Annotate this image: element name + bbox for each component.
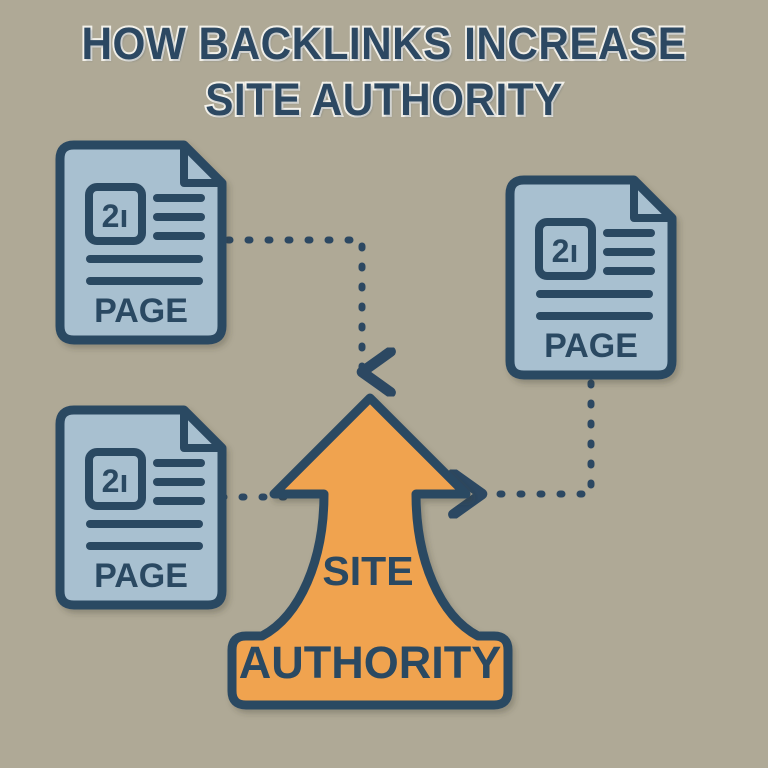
page-thumbnail-box bbox=[535, 218, 596, 280]
arrow-label-authority: AUTHORITY bbox=[239, 637, 502, 688]
page-fold-icon bbox=[180, 145, 222, 187]
page-top-left[interactable]: 2ı PAGE bbox=[55, 140, 227, 345]
page-fold-icon bbox=[180, 410, 222, 452]
page-thumbnail-box bbox=[85, 448, 146, 510]
page-thumbnail-glyph: 2ı bbox=[102, 463, 129, 499]
page-label: PAGE bbox=[94, 557, 188, 595]
site-authority-arrow[interactable]: SITE AUTHORITY bbox=[227, 393, 513, 710]
connector-top-left-to-arrow bbox=[224, 236, 362, 372]
connector-top-right-to-arrow bbox=[482, 379, 595, 494]
connectors-group bbox=[218, 236, 595, 497]
page-label: PAGE bbox=[544, 327, 638, 365]
page-thumbnail-glyph: 2ı bbox=[102, 198, 129, 234]
page-top-right[interactable]: 2ı PAGE bbox=[505, 175, 677, 380]
page-thumbnail-box bbox=[85, 183, 146, 245]
page-short-lines bbox=[153, 459, 205, 505]
page-long-lines bbox=[86, 520, 203, 550]
page-bottom-left[interactable]: 2ı PAGE bbox=[55, 405, 227, 610]
page-fold-icon bbox=[630, 180, 672, 222]
page-label: PAGE bbox=[94, 292, 188, 330]
arrow-shape bbox=[227, 393, 513, 710]
arrow-label-site: SITE bbox=[322, 548, 413, 594]
page-long-lines bbox=[86, 255, 203, 285]
page-short-lines bbox=[603, 229, 655, 275]
page-long-lines bbox=[536, 290, 653, 320]
page-short-lines bbox=[153, 194, 205, 240]
page-thumbnail-glyph: 2ı bbox=[552, 233, 579, 269]
